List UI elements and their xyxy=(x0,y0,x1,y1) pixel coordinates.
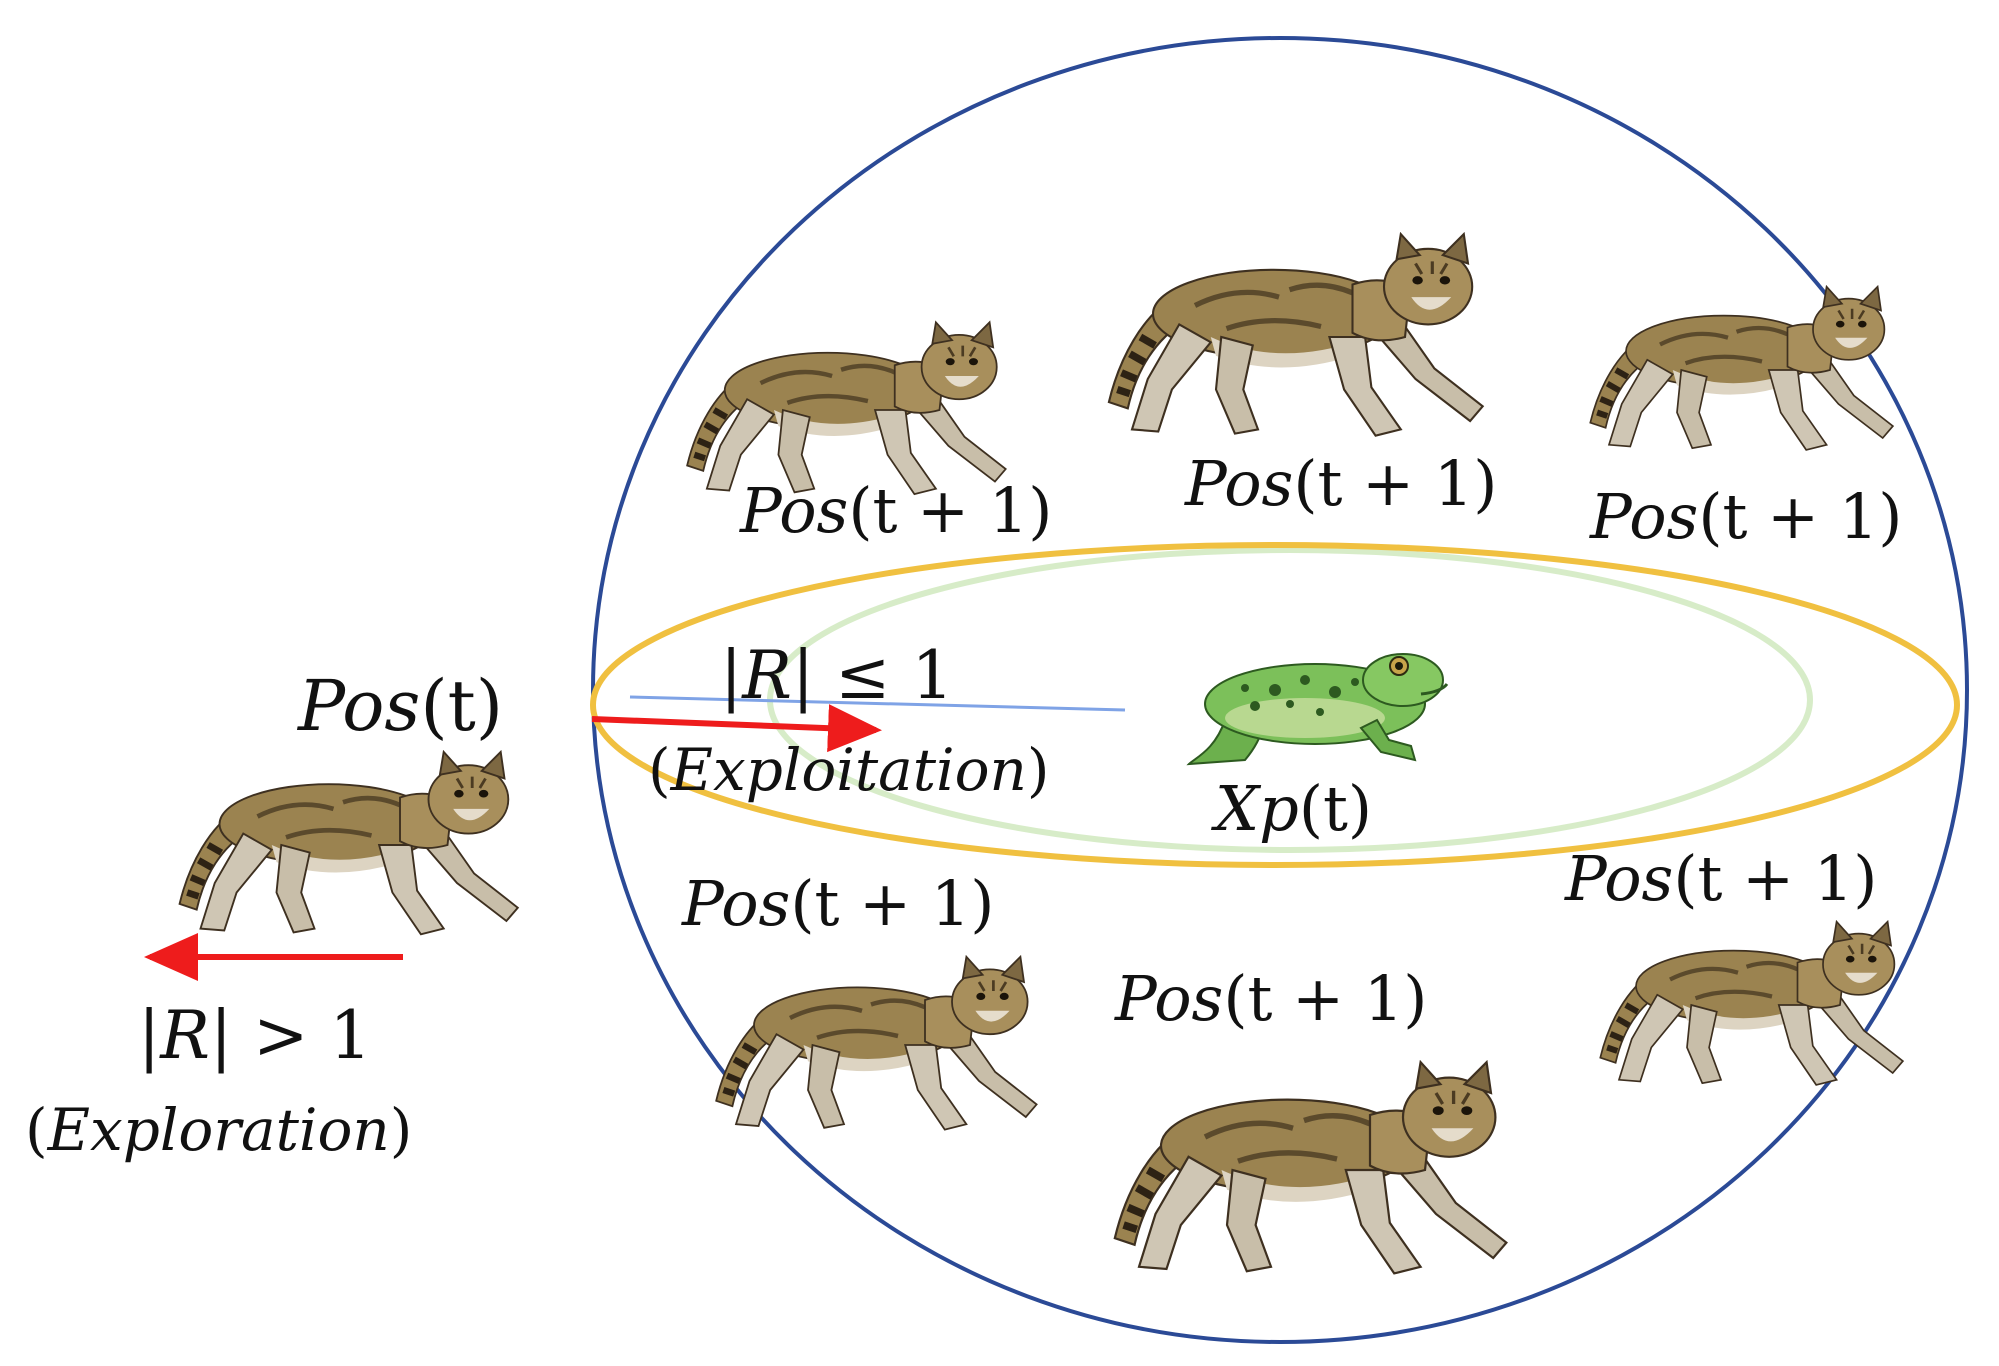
wildcat-icon xyxy=(180,752,518,934)
wildcat-icon xyxy=(687,322,1006,494)
exploitation-arrow xyxy=(591,704,882,753)
label-pos-next: Pos(t + 1) xyxy=(1589,480,1902,553)
exploitation-region-ellipse xyxy=(590,542,1960,868)
wildcat-icon xyxy=(716,957,1036,1130)
label-pos-next: Pos(t + 1) xyxy=(1114,962,1427,1035)
exploitation-condition: |R| ≤ 1 xyxy=(720,637,953,714)
exploitation-label: (Exploitation) xyxy=(648,736,1050,804)
label-pos-next: Pos(t + 1) xyxy=(1184,447,1497,520)
label-pos-current: Pos(t) xyxy=(296,665,503,747)
label-prey-position: Xp(t) xyxy=(1211,772,1372,845)
label-pos-next: Pos(t + 1) xyxy=(1564,842,1877,915)
wildcat-icon xyxy=(1109,234,1483,436)
exploration-label: (Exploration) xyxy=(25,1096,412,1164)
wildcat-icon xyxy=(1600,922,1903,1085)
wildcat-icon xyxy=(1115,1062,1507,1273)
attack-guide-line xyxy=(629,695,1126,712)
label-pos-next: Pos(t + 1) xyxy=(681,867,994,940)
exploration-condition: |R| > 1 xyxy=(138,997,371,1074)
label-pos-next: Pos(t + 1) xyxy=(739,474,1052,547)
wildcat-icon xyxy=(1590,287,1893,450)
frog-icon xyxy=(1187,652,1449,766)
